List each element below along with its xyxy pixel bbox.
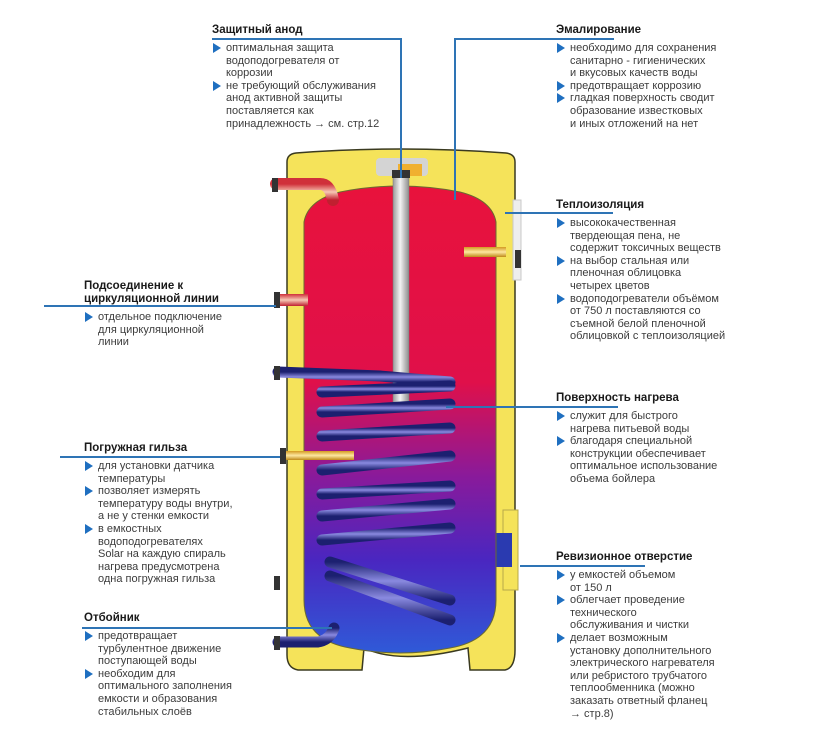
outlet-connector xyxy=(272,178,278,192)
coil-outlet-connector xyxy=(274,576,280,590)
bullet-item: для установки датчика температуры xyxy=(84,460,274,485)
triangle-bullet-icon xyxy=(85,631,93,641)
bullet-list: высококачественная твердеющая пена, не с… xyxy=(556,217,761,343)
callout-title: Отбойник xyxy=(84,612,140,624)
callout-insulation: Теплоизоляция высококачественная твердею… xyxy=(556,199,761,343)
callout-title: Подсоединение к циркуляционной линии xyxy=(84,280,219,305)
bullet-list: отдельное подключение для циркуляционной… xyxy=(84,311,269,349)
leader-enamel-h xyxy=(454,38,614,40)
bullet-item: не требующий обслуживания анод активной … xyxy=(212,80,412,130)
leader-sleeve xyxy=(60,456,280,458)
callout-title: Погружная гильза xyxy=(84,442,188,454)
callout-title: Защитный анод xyxy=(212,24,303,36)
triangle-bullet-icon xyxy=(85,486,93,497)
triangle-bullet-icon xyxy=(85,668,93,679)
leader-anode-h xyxy=(212,38,402,40)
triangle-bullet-icon xyxy=(557,93,565,104)
inlet-connector xyxy=(274,636,280,650)
triangle-bullet-icon xyxy=(557,595,565,606)
bullet-item: необходим для оптимального заполнения ем… xyxy=(84,668,274,718)
circulation-pipe xyxy=(278,294,308,306)
bullet-item: у емкостей объемом от 150 л xyxy=(556,569,756,594)
leader-anode-v xyxy=(400,38,402,178)
triangle-bullet-icon xyxy=(557,411,565,421)
triangle-bullet-icon xyxy=(557,43,565,53)
triangle-bullet-icon xyxy=(557,570,565,580)
callout-sleeve: Погружная гильза для установки датчика т… xyxy=(84,442,274,586)
bullet-item: служит для быстрого нагрева питьевой вод… xyxy=(556,410,756,435)
triangle-bullet-icon xyxy=(213,80,221,91)
triangle-bullet-icon xyxy=(557,436,565,447)
bullet-item: водоподогреватели объёмом от 750 л поста… xyxy=(556,293,761,343)
hot-water-outlet xyxy=(270,178,339,206)
callout-enamel: Эмалирование необходимо для сохранения с… xyxy=(556,24,756,130)
upper-sensor-sleeve xyxy=(464,247,506,257)
leader-insulation xyxy=(505,212,613,214)
bullet-list: оптимальная защита водоподогревателя от … xyxy=(212,42,412,130)
bullet-item: предотвращает турбулентное движение пост… xyxy=(84,630,274,668)
triangle-bullet-icon xyxy=(213,43,221,53)
leader-heating-surface xyxy=(446,406,618,408)
upper-sensor-connector xyxy=(515,250,521,268)
cold-water-inlet xyxy=(272,622,340,648)
callout-deflector: Отбойник предотвращает турбулентное движ… xyxy=(84,612,274,718)
callout-circulation: Подсоединение к циркуляционной линии отд… xyxy=(84,280,269,349)
heating-coil xyxy=(272,366,456,626)
bullet-list: для установки датчика температуры позвол… xyxy=(84,460,274,586)
callout-inspection: Ревизионное отверстие у емкостей объемом… xyxy=(556,551,756,720)
leader-inspection xyxy=(520,565,645,567)
leader-enamel-v xyxy=(454,38,456,200)
triangle-bullet-icon xyxy=(85,461,93,471)
callout-heating-surface: Поверхность нагрева служит для быстрого … xyxy=(556,392,756,486)
callout-title: Поверхность нагрева xyxy=(556,392,679,404)
callout-anode: Защитный анод оптимальная защита водопод… xyxy=(212,24,412,130)
triangle-bullet-icon xyxy=(557,293,565,304)
bullet-list: у емкостей объемом от 150 л облегчает пр… xyxy=(556,569,756,720)
anode-rod xyxy=(392,171,410,408)
bullet-item: предотвращает коррозию xyxy=(556,80,756,93)
bullet-item: делает возможным установку дополнительно… xyxy=(556,632,756,720)
leader-circulation xyxy=(44,305,276,307)
bullet-item: отдельное подключение для циркуляционной… xyxy=(84,311,269,349)
bullet-item: позволяет измерять температуру воды внут… xyxy=(84,485,274,523)
triangle-bullet-icon xyxy=(557,80,565,91)
callout-title: Эмалирование xyxy=(556,24,642,36)
triangle-bullet-icon xyxy=(85,523,93,534)
triangle-bullet-icon xyxy=(85,312,93,322)
bullet-item: благодаря специальной конструкции обеспе… xyxy=(556,435,756,485)
bullet-item: оптимальная защита водоподогревателя от … xyxy=(212,42,412,80)
bullet-list: необходимо для сохранения санитарно - ги… xyxy=(556,42,756,130)
bullet-list: предотвращает турбулентное движение пост… xyxy=(84,630,274,718)
immersion-sleeve-connector xyxy=(280,448,286,464)
bullet-item: гладкая поверхность сводит образование и… xyxy=(556,92,756,130)
leader-deflector xyxy=(82,627,332,629)
immersion-sleeve xyxy=(284,451,354,460)
circulation-connector xyxy=(274,292,280,308)
bullet-list: служит для быстрого нагрева питьевой вод… xyxy=(556,410,756,486)
triangle-bullet-icon xyxy=(557,632,565,643)
triangle-bullet-icon xyxy=(557,218,565,228)
side-panel xyxy=(512,199,522,281)
bullet-item: облегчает проведение технического обслуж… xyxy=(556,594,756,632)
bullet-item: в емкостных водоподогревателях Solar на … xyxy=(84,523,274,586)
triangle-bullet-icon xyxy=(557,255,565,266)
coil-inlet-connector xyxy=(274,366,280,380)
callout-title: Теплоизоляция xyxy=(556,199,645,211)
bullet-item: необходимо для сохранения санитарно - ги… xyxy=(556,42,756,80)
callout-title: Ревизионное отверстие xyxy=(556,551,693,563)
bullet-item: на выбор стальная или пленочная облицовк… xyxy=(556,255,761,293)
bullet-item: высококачественная твердеющая пена, не с… xyxy=(556,217,761,255)
